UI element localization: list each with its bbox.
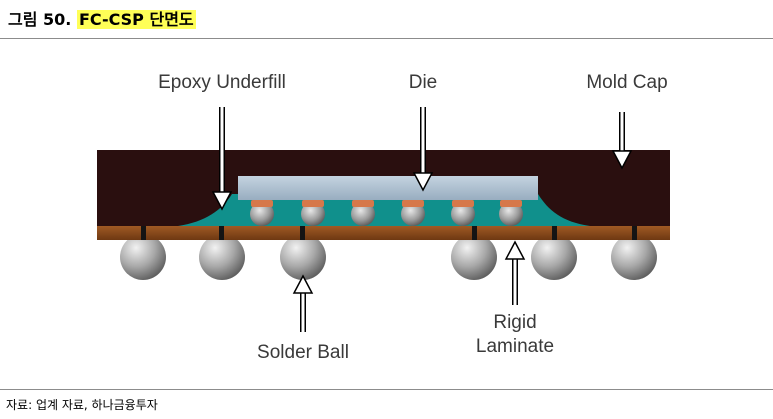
figure-title: 그림 50. FC-CSP 단면도: [8, 6, 196, 30]
via: [472, 226, 477, 240]
top-divider: [0, 38, 773, 39]
solder-ball: [280, 234, 326, 280]
die: [238, 176, 538, 200]
bump: [250, 200, 274, 226]
arrow-rigid-laminate: [504, 240, 526, 305]
arrow-mold-cap: [611, 112, 633, 170]
solder-ball: [611, 234, 657, 280]
arrow-die: [412, 107, 434, 192]
label-laminate: Laminate: [476, 336, 554, 357]
solder-balls: [120, 234, 657, 280]
vias: [141, 226, 637, 240]
figure-number: 그림 50.: [8, 10, 72, 29]
via: [300, 226, 305, 240]
source-note: 자료: 업계 자료, 하나금융투자: [6, 398, 158, 412]
via: [219, 226, 224, 240]
bump: [301, 200, 325, 226]
bump: [499, 200, 523, 226]
solder-ball: [451, 234, 497, 280]
epoxy-underfill: [178, 194, 590, 226]
bottom-divider: [0, 389, 773, 390]
label-rigid: Rigid: [493, 312, 536, 333]
bump: [351, 200, 375, 226]
bump: [451, 200, 475, 226]
via: [632, 226, 637, 240]
solder-ball: [199, 234, 245, 280]
label-die: Die: [409, 72, 438, 93]
arrow-solder-ball: [292, 274, 314, 332]
bump: [401, 200, 425, 226]
bumps: [250, 200, 523, 226]
solder-ball: [531, 234, 577, 280]
label-solder-ball: Solder Ball: [257, 342, 349, 363]
via: [141, 226, 146, 240]
label-epoxy-underfill: Epoxy Underfill: [158, 72, 286, 93]
figure-title-highlight: FC-CSP 단면도: [76, 10, 196, 29]
rigid-laminate: [97, 226, 670, 240]
arrow-epoxy-underfill: [211, 107, 233, 211]
solder-ball: [120, 234, 166, 280]
label-mold-cap: Mold Cap: [586, 72, 667, 93]
via: [552, 226, 557, 240]
